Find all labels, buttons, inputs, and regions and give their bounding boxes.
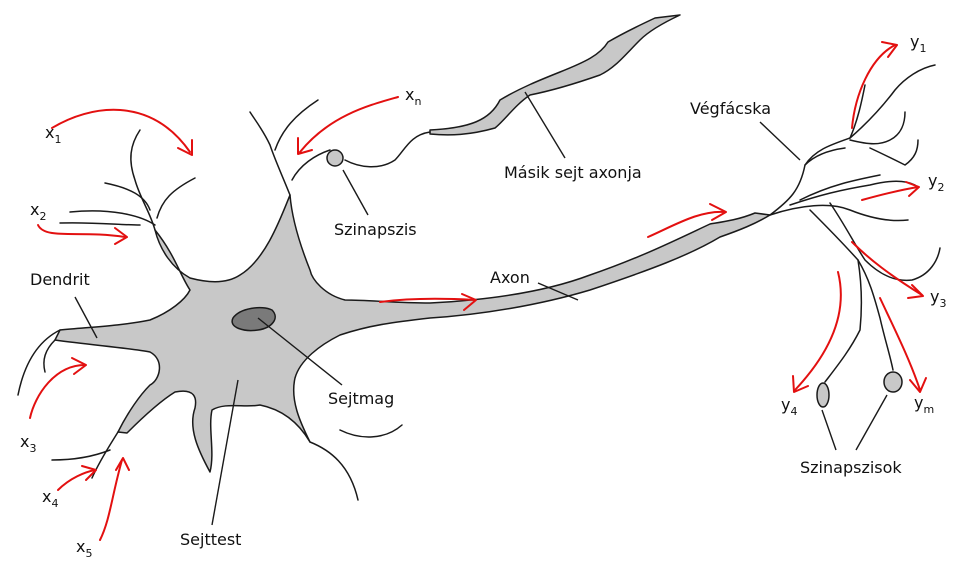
label-ym: ym (914, 393, 934, 416)
terminal-branches (769, 64, 941, 408)
arrow-x2 (37, 224, 128, 245)
synapse-knob-y4 (816, 382, 830, 408)
arrow-y2 (861, 181, 920, 201)
arrow-x1 (51, 108, 193, 156)
label-szinapszisok: Szinapszisok (800, 458, 902, 477)
arrow-x3 (29, 357, 87, 419)
label-sejtmag: Sejtmag (328, 389, 394, 408)
label-szinapszis: Szinapszis (334, 220, 417, 239)
arrow-x4 (57, 465, 97, 491)
label-x3: x3 (20, 432, 36, 455)
label-dendrit: Dendrit (30, 270, 90, 289)
label-sejttest: Sejttest (180, 530, 241, 549)
label-axon: Axon (490, 268, 530, 287)
label-x5: x5 (76, 537, 92, 560)
label-xn: xn (405, 85, 421, 108)
arrow-y4 (792, 271, 842, 393)
label-y1: y1 (910, 32, 926, 55)
arrow-y3 (851, 241, 924, 299)
label-vegfacska: Végfácska (690, 99, 771, 118)
arrow-x5 (99, 457, 130, 541)
arrow-y1 (851, 41, 898, 129)
label-masik-sejt-axonja: Másik sejt axonja (504, 163, 642, 182)
label-y2: y2 (928, 171, 944, 194)
other-cell-axon (326, 14, 681, 168)
arrow-axon-end (647, 203, 727, 238)
label-y4: y4 (781, 395, 797, 418)
arrow-xn (297, 96, 399, 155)
leader-lines (74, 91, 888, 526)
synapse-knob-ym (883, 371, 903, 393)
signal-arrows (29, 41, 927, 541)
nucleus (231, 306, 276, 332)
arrow-axon (379, 293, 477, 311)
label-x2: x2 (30, 200, 46, 223)
synapse-knob (326, 149, 344, 167)
label-y3: y3 (930, 287, 946, 310)
label-x4: x4 (42, 487, 58, 510)
arrow-ym (879, 297, 927, 393)
label-x1: x1 (45, 123, 61, 146)
dendrite-branches (17, 99, 403, 501)
